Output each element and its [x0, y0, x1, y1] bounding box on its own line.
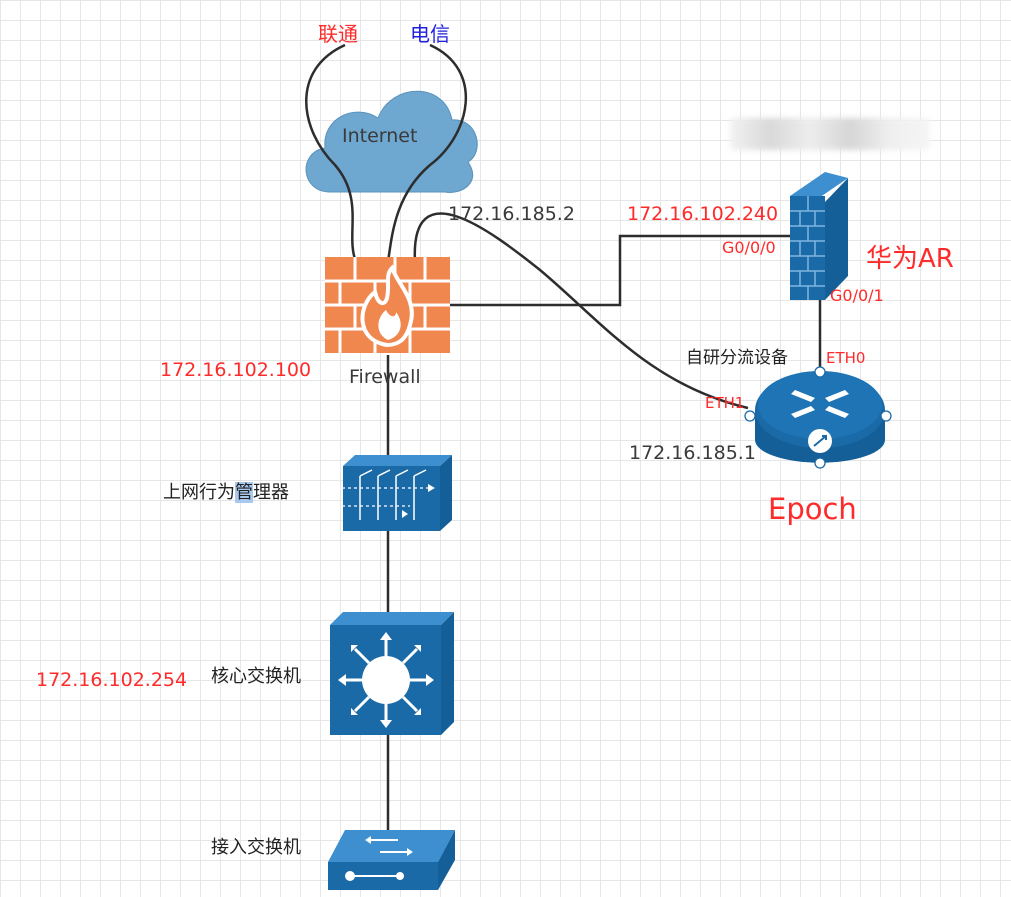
- telecom-link: [386, 43, 467, 263]
- firewall-label: Firewall: [349, 366, 421, 388]
- epoch-desc: 自研分流设备: [686, 348, 788, 368]
- behavior-manager-label-highlight: 管: [235, 482, 253, 503]
- ar-port-g000: G0/0/0: [722, 238, 776, 257]
- firewall-ip: 172.16.102.100: [160, 359, 312, 381]
- core-switch-label: 核心交换机: [211, 666, 301, 687]
- eth0-port-handle[interactable]: [814, 366, 826, 378]
- internet-cloud-icon[interactable]: [305, 90, 478, 193]
- firewall-epoch-link: [413, 212, 749, 410]
- firewall-ar-link: [450, 234, 790, 307]
- unicom-link: [305, 43, 358, 263]
- ar-ip: 172.16.102.240: [627, 203, 779, 225]
- huawei-ar-icon[interactable]: [790, 172, 848, 300]
- behavior-manager-label-part1: 上网行为: [163, 482, 235, 503]
- firewall-icon[interactable]: [325, 257, 450, 353]
- bottom-port-handle[interactable]: [814, 457, 826, 469]
- epoch-router-icon[interactable]: [744, 366, 892, 469]
- right-port-handle[interactable]: [880, 410, 892, 422]
- epoch-link-ip: 172.16.185.1: [629, 442, 756, 464]
- epoch-name: Epoch: [768, 492, 857, 526]
- access-switch-icon[interactable]: [328, 830, 455, 890]
- fw-link-ip: 172.16.185.2: [448, 203, 575, 225]
- behavior-manager-icon[interactable]: [330, 455, 452, 531]
- epoch-port-eth1: ETH1: [705, 394, 745, 412]
- redacted-label: [730, 118, 930, 150]
- core-switch-ip: 172.16.102.254: [36, 669, 188, 691]
- huawei-ar-label: 华为AR: [866, 244, 954, 274]
- ar-port-g001: G0/0/1: [830, 286, 884, 305]
- behavior-manager-label-part2: 理器: [253, 482, 289, 503]
- telecom-label: 电信: [410, 22, 450, 46]
- eth1-port-handle[interactable]: [744, 410, 756, 422]
- unicom-label: 联通: [318, 22, 358, 46]
- access-switch-label: 接入交换机: [211, 837, 301, 858]
- epoch-port-eth0: ETH0: [826, 349, 866, 367]
- core-switch-icon[interactable]: [330, 612, 454, 735]
- behavior-manager-label: 上网行为管理器: [163, 482, 289, 503]
- internet-label: Internet: [342, 125, 418, 147]
